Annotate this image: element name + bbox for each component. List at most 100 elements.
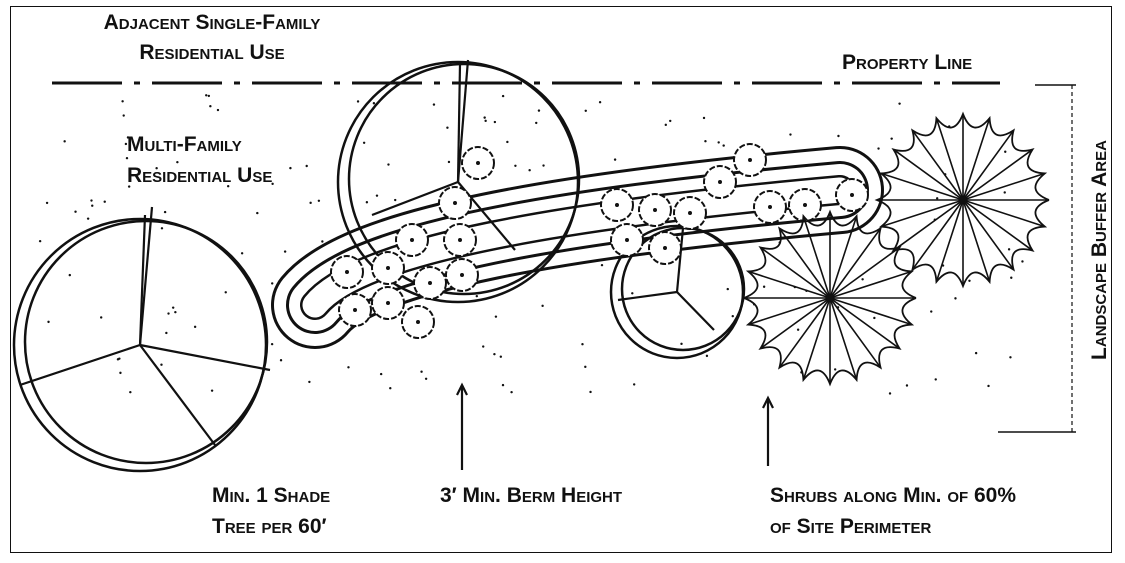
stipple-dot [1009,356,1012,359]
evergreen-tree-right-spoke [892,199,964,252]
evergreen-tree-right-spoke [880,172,964,201]
shrub-center [386,301,390,305]
stipple-dot [375,194,379,197]
stipple-dot [90,199,93,202]
stipple-dot [165,331,168,335]
stipple-dot [1021,260,1024,263]
stipple-dot [270,342,274,346]
stipple-dot [589,390,592,394]
stipple-dot [86,217,90,220]
stipple-dot [861,278,864,281]
stipple-dot [47,320,50,324]
stipple-dot [216,108,220,112]
stipple-dot [541,304,544,308]
stipple-dot [664,123,667,127]
stipple-dot [394,198,397,202]
stipple-dot [424,377,428,380]
evergreen-tree-lower-spoke [829,297,913,326]
stipple-dot [163,210,167,214]
stipple-dot [669,119,672,123]
stipple-dot [317,199,321,202]
shade-tree-left-branch [138,206,154,346]
evergreen-tree-lower-spoke [829,297,858,381]
evergreen-tree-right-spoke [962,199,1034,252]
stipple-dot [305,164,308,168]
stipple-dot [987,384,990,388]
stipple-dot [126,136,130,139]
stipple-dot [494,315,498,318]
stipple-dot [420,370,423,373]
stipple-dot [209,105,212,108]
stipple-dot [63,140,66,143]
stipple-dot [493,352,496,356]
stipple-dot [584,365,587,369]
stipple-dot [74,210,77,213]
stipple-dot [379,372,383,376]
berm-height-label: 3′ Min. Berm Height [440,484,623,507]
shrubs-label-line2: of Site Perimeter [770,515,932,538]
stipple-dot [501,383,505,387]
stipple-dot [873,316,876,320]
stipple-dot [447,160,451,164]
stipple-dot [256,211,259,215]
stipple-dot [704,140,707,143]
shrub-center [410,238,414,242]
shrub-arrow-head [762,395,774,409]
multi-family-label-line2: Residential Use [127,164,273,187]
evergreen-tree-lower-spoke [778,297,831,369]
stipple-dot [127,185,131,188]
stipple-dot [321,240,324,243]
stipple-dot [535,121,538,125]
stipple-dot [613,158,617,161]
stipple-dot [432,103,436,106]
stipple-dot [501,94,505,98]
stipple-dot [193,325,197,329]
stipple-dot [968,279,971,282]
stipple-dot [833,368,837,371]
stipple-dot [898,102,901,105]
shrub-center [718,180,722,184]
stipple-dot [160,363,163,366]
stipple-dot [528,168,531,172]
evergreen-tree-lower-spoke [802,297,831,381]
evergreen-tree-right-spoke [935,199,964,283]
shrub-center [458,238,462,242]
stipple-dot [934,378,937,381]
stipple-dot [514,164,517,168]
shrub-center [768,205,772,209]
adjacent-use-label-line2: Residential Use [139,41,285,64]
stipple-dot [935,197,939,200]
stipple-dot [702,116,706,120]
evergreen-tree-right-spoke [911,199,964,271]
stipple-dot [271,282,274,285]
stipple-dot [103,200,106,203]
stipple-dot [796,328,800,331]
stipple-dot [160,227,164,230]
stipple-dot [99,316,103,319]
stipple-dot [279,359,283,362]
shrub-center [615,203,619,207]
stipple-dot [1010,276,1013,279]
shade-tree-left-branch [19,343,141,387]
stipple-dot [372,102,376,105]
shrub-center [663,246,667,250]
stipple-dot [789,133,792,136]
shade-tree-top-branch [456,63,462,183]
evergreen-tree-right-spoke [962,148,1034,201]
shrub-center [625,238,629,242]
stipple-dot [167,312,170,315]
shade-tree-left-canopy-inner [23,219,269,465]
stipple-dot [537,109,541,112]
stipple-dot [122,114,125,117]
shrub-center [353,308,357,312]
stipple-dot [731,314,734,318]
stipple-dot [129,390,132,394]
shade-tree-top-canopy-inner [347,62,581,296]
stipple-dot [631,292,634,295]
diagram-border [10,6,1112,553]
stipple-dot [890,137,893,140]
shrub-center [386,266,390,270]
shrub-center [803,203,807,207]
